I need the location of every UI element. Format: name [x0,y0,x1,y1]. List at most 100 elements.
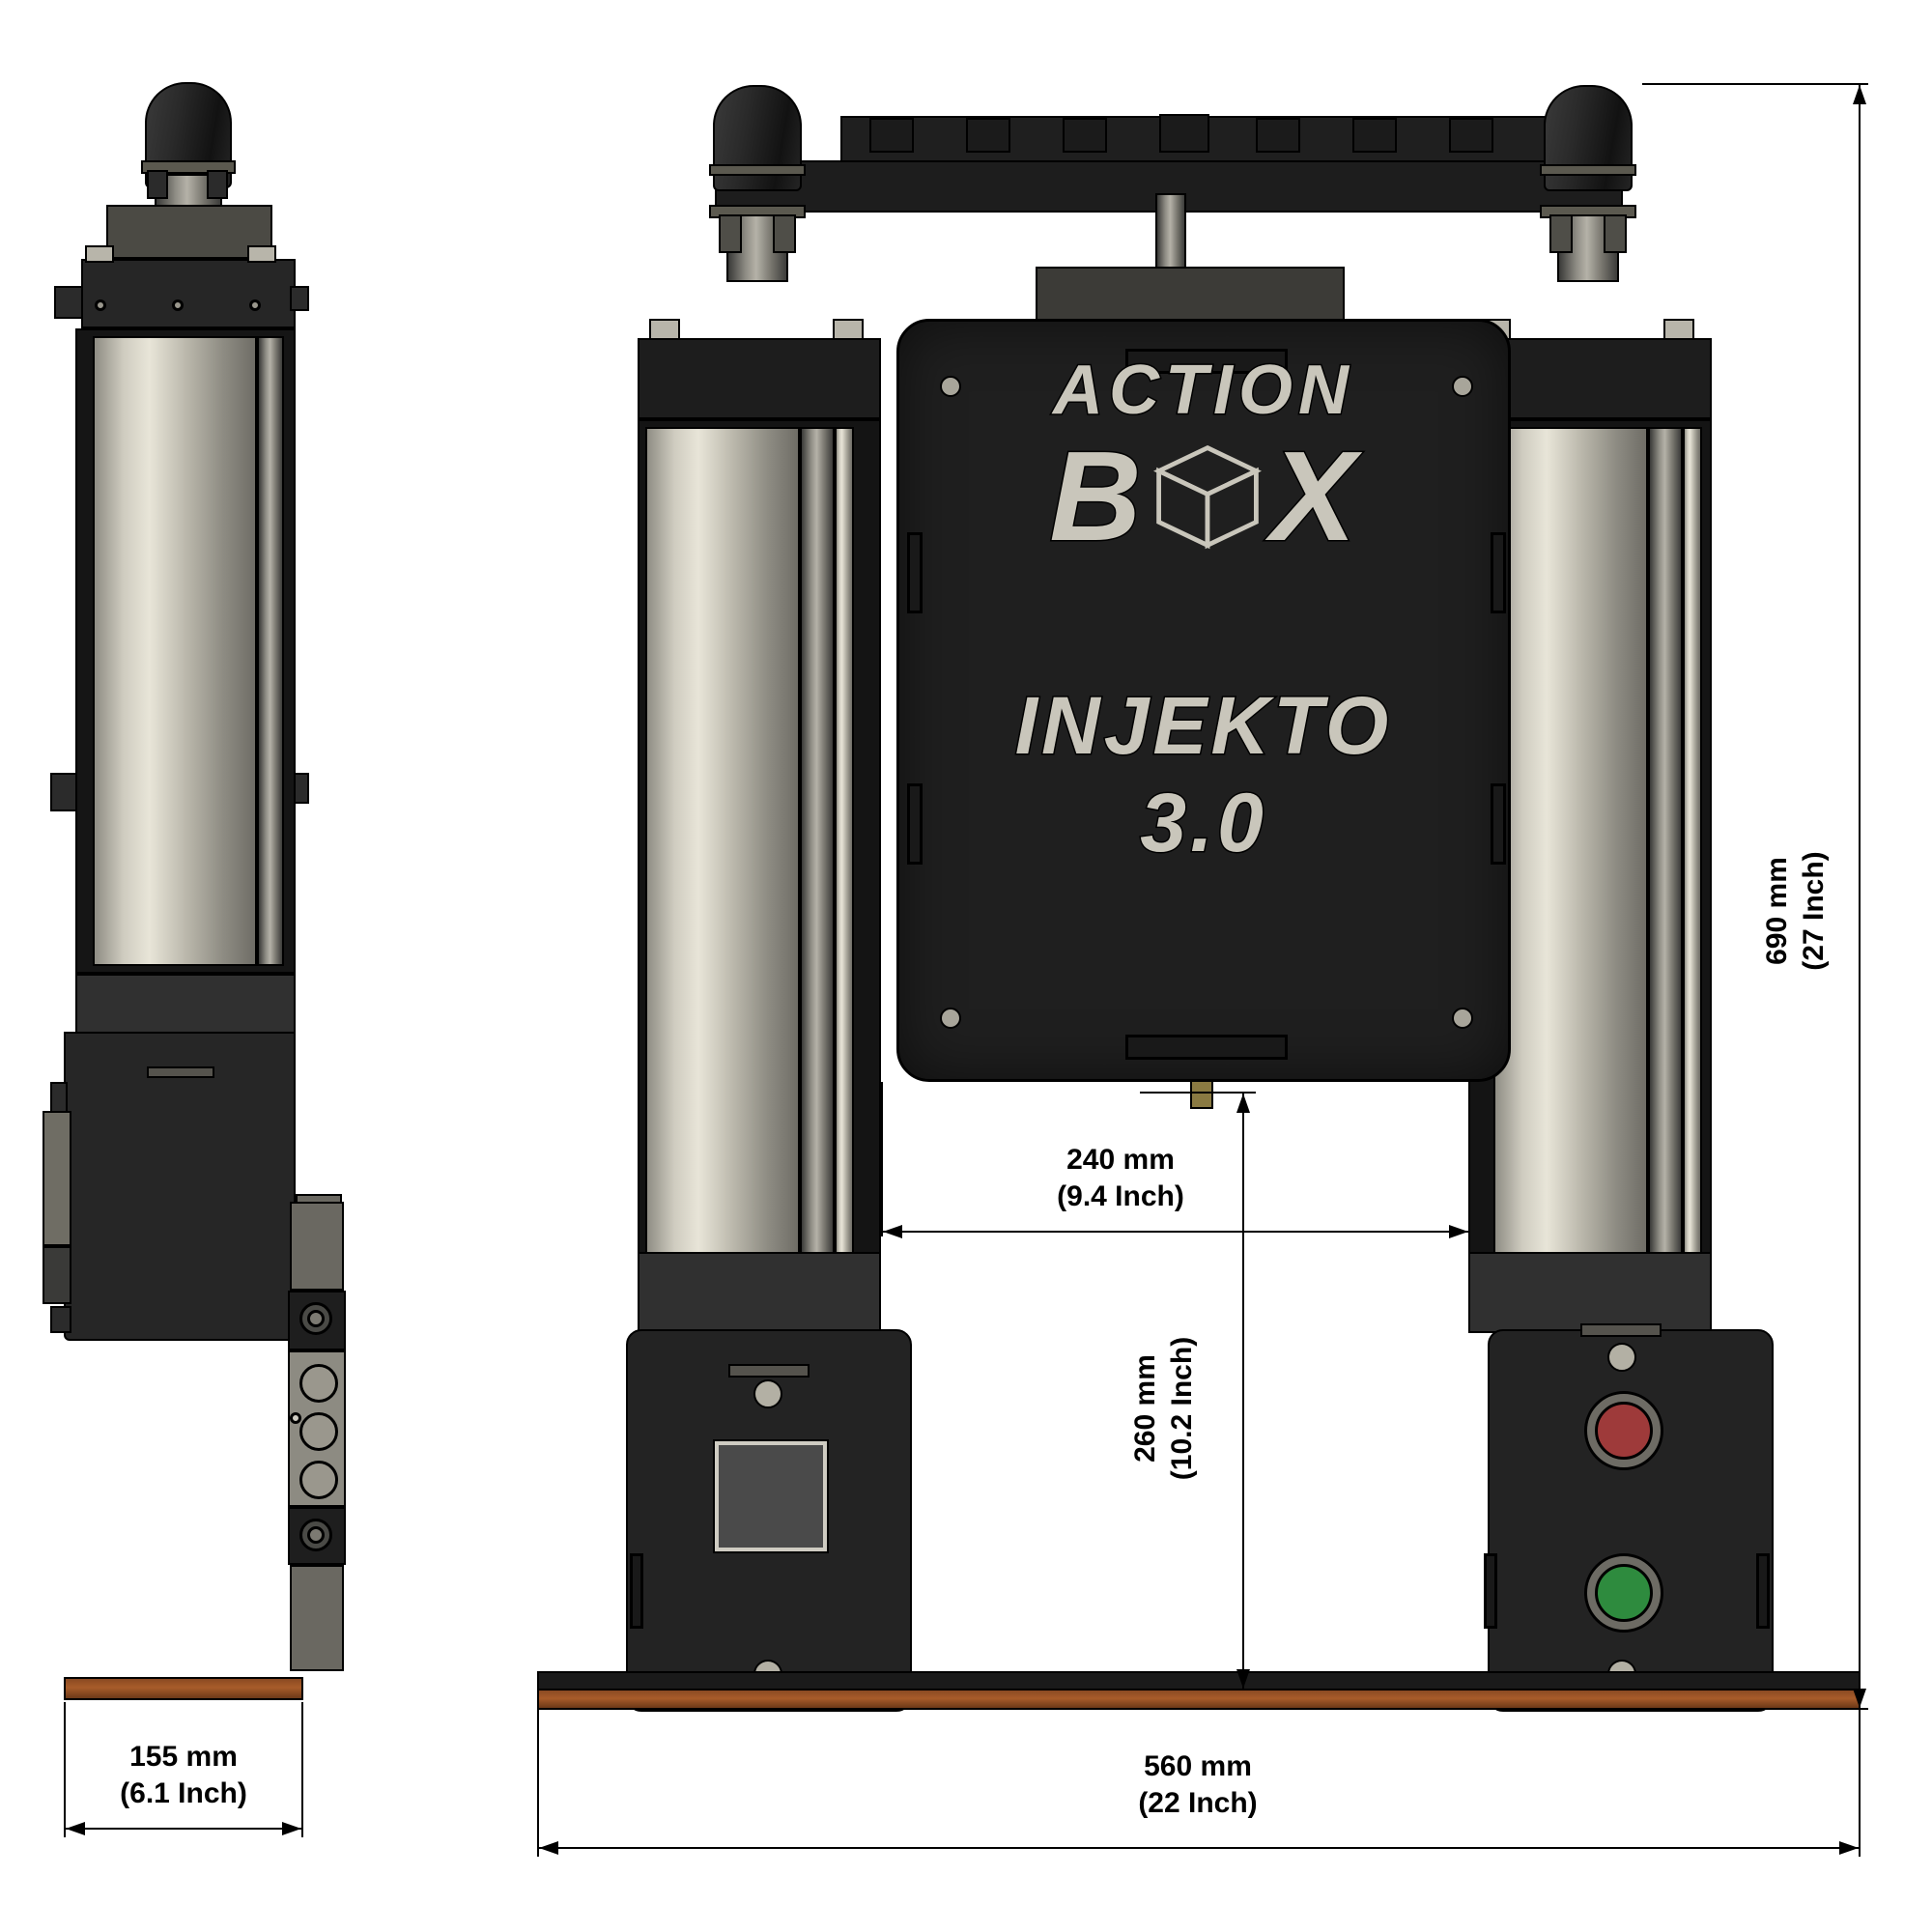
plate-screw-top-left [940,376,961,397]
front-right-pedestal-slot-top [1580,1323,1662,1337]
side-valve-coil-upper [299,1302,332,1335]
dim-155-arrow-right [282,1822,301,1835]
dim-690-line [1859,83,1861,1710]
front-base-plate [537,1689,1861,1710]
front-right-rod-nut-b [1604,214,1627,253]
side-tab-left-top [54,286,83,319]
logo-model-version: 3.0 [1139,776,1267,871]
dim-260-ext-top [1140,1092,1256,1094]
side-valve-coil-upper-in [307,1310,325,1327]
front-left-pedestal-window [713,1439,829,1553]
side-port-pilot [290,1412,301,1424]
front-left-barrel-highlight [835,427,854,1254]
side-valve-coil-lower-in [307,1526,325,1544]
side-endcap-bolt-left [85,245,114,263]
side-barrel-edge-right [257,336,284,966]
dim-260-label: 260 mm (10.2 Inch) [1127,1264,1201,1553]
front-right-barrel-shade [1648,427,1683,1254]
front-valve-nub-3 [1063,118,1107,153]
dim-240-arrow-right [1449,1225,1468,1238]
side-view [0,0,425,1932]
front-nozzle [1190,1080,1213,1109]
side-tab-right-top [290,286,309,311]
side-port-1 [299,1364,338,1403]
dim-560-inch: (22 Inch) [1138,1787,1258,1819]
front-left-rod-nut-a [719,214,742,253]
dim-155-inch: (6.1 Inch) [120,1777,247,1809]
dim-240-ext-right [1468,1082,1470,1236]
side-rod-nut-2 [207,170,228,199]
front-valve-nub-2 [966,118,1010,153]
dim-560-mm: 560 mm [1144,1750,1252,1782]
side-port-3 [299,1461,338,1499]
dim-260-arrow-top [1236,1094,1250,1113]
side-lower-endcap [75,974,296,1034]
plate-slot-right-upper [1491,532,1506,613]
dim-260-mm: 260 mm [1129,1354,1161,1463]
dim-690-arrow-bottom [1853,1689,1866,1708]
dim-155-line [64,1828,303,1830]
plate-screw-bottom-right [1452,1008,1473,1029]
front-left-lower-cap [638,1252,881,1333]
logo-box-letter-b: B [1048,424,1144,569]
side-port-2 [299,1412,338,1451]
plate-slot-left-lower [907,783,923,865]
dim-240-label: 240 mm (9.4 Inch) [976,1142,1265,1215]
front-valve-nub-7 [1449,118,1493,153]
dim-260-line [1242,1092,1244,1689]
logo-box-letter-x: X [1269,424,1358,569]
side-valve-body-upper [290,1202,344,1291]
side-valve-base [290,1565,344,1671]
front-left-barrel-shade [800,427,835,1254]
dim-240-arrow-left [883,1225,902,1238]
side-tab-left-mid [50,773,79,811]
front-base-rail [537,1671,1861,1690]
cube-icon [1150,439,1265,554]
side-upper-housing [106,205,272,259]
front-left-endcap-bolt-a [649,319,680,340]
side-upper-endcap [81,259,296,328]
front-left-rod-nut-b [773,214,796,253]
plate-slot-left-upper [907,532,923,613]
dim-155-mm: 155 mm [129,1741,238,1773]
dim-560-arrow-left [539,1841,558,1855]
dim-260-arrow-bottom [1236,1669,1250,1689]
front-cover-logo-plate: ACTION B X INJEKTO 3.0 [896,319,1511,1082]
side-base-plate [64,1677,303,1700]
front-left-barrel [645,427,800,1254]
front-right-pedestal-side-slot-l [1484,1553,1497,1629]
front-valve-nub-6 [1352,118,1397,153]
dim-155-ext-left [64,1702,66,1837]
front-right-barrel [1493,427,1648,1254]
dim-690-ext-top [1642,83,1868,85]
side-pedestal-foot-tab [50,1306,71,1333]
red-stop-button-face[interactable] [1595,1402,1653,1460]
side-endcap-bolt-right [247,245,276,263]
dim-690-label: 690 mm (27 Inch) [1759,766,1833,1056]
green-start-button[interactable] [1584,1553,1663,1633]
front-center-stem [1155,193,1186,270]
front-right-endcap-bolt-b [1663,319,1694,340]
side-pedestal [64,1032,296,1341]
front-left-dome-collar [709,164,806,176]
dim-690-mm: 690 mm [1761,857,1793,965]
front-left-pedestal-slot-top [728,1364,810,1378]
front-valve-nub-5 [1256,118,1300,153]
dim-260-inch: (10.2 Inch) [1166,1336,1198,1481]
dim-240-line [881,1231,1470,1233]
front-right-pedestal-bolt-top [1607,1343,1636,1372]
side-rod-nut [147,170,168,199]
plate-vent-bottom [1125,1035,1288,1060]
logo-brand-box: B X [899,423,1508,569]
dim-240-ext-left [881,1082,883,1236]
front-right-barrel-highlight [1683,427,1702,1254]
plate-vent-top [1125,349,1288,374]
front-right-pedestal [1488,1329,1774,1712]
dim-560-ext-right [1859,1710,1861,1857]
front-valve-nub-1 [869,118,914,153]
green-start-button-face[interactable] [1595,1564,1653,1622]
front-left-endcap [638,338,881,419]
red-stop-button[interactable] [1584,1391,1663,1470]
dim-240-mm: 240 mm [1066,1144,1175,1176]
